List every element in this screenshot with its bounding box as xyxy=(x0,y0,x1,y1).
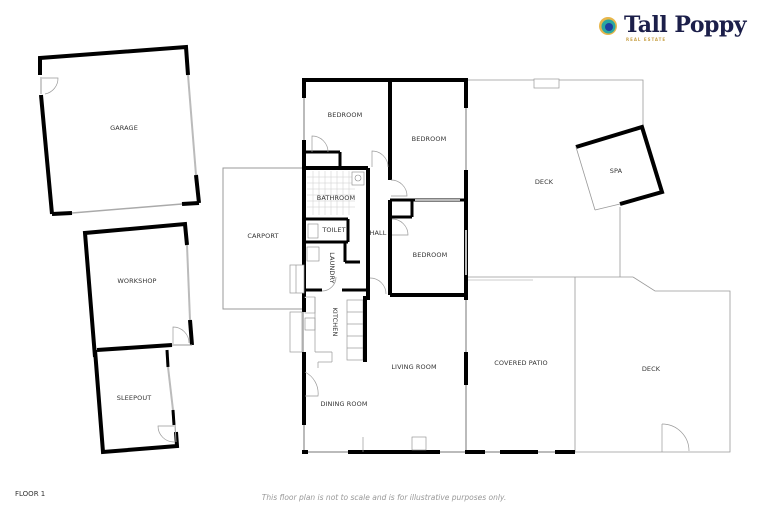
room-label-bedroom-3: BEDROOM xyxy=(413,251,448,259)
bathroom-tiles xyxy=(307,171,355,215)
main-house: BEDROOM BEDROOM BATHROOM TOILET xyxy=(289,78,470,454)
room-label-carport: CARPORT xyxy=(247,232,278,240)
bay-window xyxy=(289,311,303,353)
room-label-garage: GARAGE xyxy=(110,124,138,132)
room-label-spa: SPA xyxy=(610,167,623,175)
poppy-logo-icon xyxy=(599,17,617,35)
sink-icon xyxy=(304,317,316,331)
room-label-covered-patio: COVERED PATIO xyxy=(494,359,548,367)
laundry-tub-icon xyxy=(306,246,320,262)
room-label-hall: HALL xyxy=(370,229,387,237)
fireplace-icon xyxy=(411,436,427,451)
kitchen-cabinets xyxy=(346,299,364,361)
spa: SPA xyxy=(575,124,665,211)
workshop: WORKSHOP xyxy=(82,221,194,358)
sleepout: SLEEPOUT xyxy=(93,349,180,455)
room-label-workshop: WORKSHOP xyxy=(117,277,156,285)
room-label-bedroom-1: BEDROOM xyxy=(328,111,363,119)
basin-icon xyxy=(351,171,365,186)
room-label-laundry: LAUNDRY xyxy=(328,252,336,284)
covered-patio: COVERED PATIO xyxy=(466,277,576,454)
deck-lower: DECK xyxy=(575,276,731,453)
room-label-dining-room: DINING ROOM xyxy=(320,400,367,408)
room-label-deck-1: DECK xyxy=(535,178,554,186)
room-label-deck-2: DECK xyxy=(642,365,661,373)
brand-logo: Tall Poppy REAL ESTATE xyxy=(598,12,758,46)
room-label-kitchen: KITCHEN xyxy=(331,308,339,337)
deck-upper: DECK xyxy=(468,78,644,281)
stove-icon xyxy=(304,296,316,314)
room-label-sleepout: SLEEPOUT xyxy=(117,394,152,402)
room-label-bathroom: BATHROOM xyxy=(317,194,355,202)
garage: GARAGE xyxy=(38,44,201,216)
room-label-bedroom-2: BEDROOM xyxy=(412,135,447,143)
steps xyxy=(289,264,305,294)
room-label-toilet: TOILET xyxy=(321,226,345,234)
floor-label: FLOOR 1 xyxy=(15,490,46,498)
toilet-icon xyxy=(307,223,319,239)
room-label-living-room: LIVING ROOM xyxy=(391,363,436,371)
disclaimer: This floor plan is not to scale and is f… xyxy=(261,493,507,502)
brand-tagline: REAL ESTATE xyxy=(626,37,667,42)
brand-name: Tall Poppy xyxy=(624,12,747,38)
